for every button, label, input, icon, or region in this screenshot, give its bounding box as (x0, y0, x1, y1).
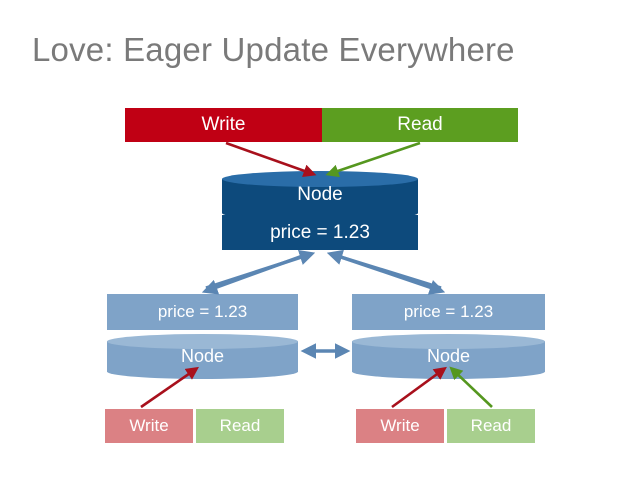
left-read-button[interactable]: Read (196, 409, 284, 443)
primary-node-cylinder[interactable]: Node (222, 171, 418, 221)
page-title: Love: Eager Update Everywhere (32, 31, 515, 68)
primary-node-value: price = 1.23 (222, 215, 418, 250)
right-write-button[interactable]: Write (356, 409, 444, 443)
right-replica-cylinder[interactable]: Node (352, 334, 545, 379)
write-to-primary-arrow (225, 141, 317, 177)
right-replica-value: price = 1.23 (352, 294, 545, 330)
left-replica-value: price = 1.23 (107, 294, 298, 330)
read-to-primary-arrow (325, 141, 421, 178)
top-write-button[interactable]: Write (125, 108, 322, 142)
left-write-button[interactable]: Write (105, 409, 193, 443)
left-replica-top-cap (107, 334, 298, 349)
primary-to-right-replica-arrow (331, 252, 446, 295)
top-read-button[interactable]: Read (322, 108, 518, 142)
primary-node-top-cap (222, 171, 418, 187)
primary-to-left-replica-arrow (201, 252, 309, 295)
right-replica-to-primary-arrow (326, 249, 442, 290)
right-replica-top-cap (352, 334, 545, 349)
left-replica-to-primary-arrow (205, 250, 316, 290)
right-read-button[interactable]: Read (447, 409, 535, 443)
left-replica-cylinder[interactable]: Node (107, 334, 298, 379)
